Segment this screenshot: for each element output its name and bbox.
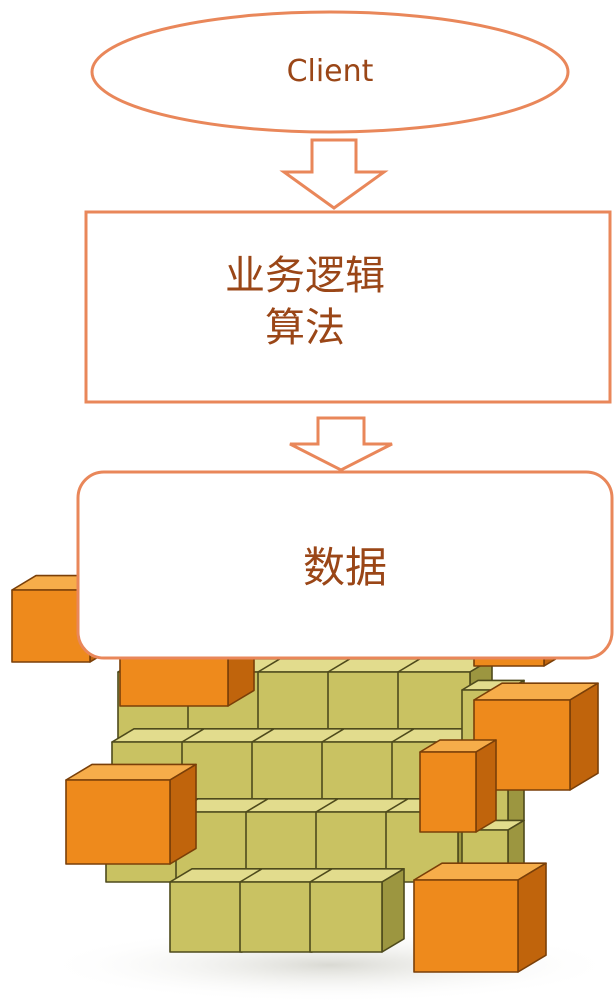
logic-node-label: 业务逻辑 算法 — [90, 250, 520, 354]
logic-node — [84, 210, 612, 404]
yellow-cube — [309, 867, 405, 953]
logic-node-label-line-1: 业务逻辑 — [225, 253, 385, 299]
client-node-label: Client — [286, 54, 374, 89]
orange-cube — [473, 682, 599, 791]
client-node — [90, 10, 570, 134]
flow-arrow-logic-to-data — [289, 416, 393, 472]
orange-cube — [65, 763, 197, 865]
data-node-label: 数据 — [302, 543, 387, 592]
data-node — [76, 470, 614, 660]
orange-cube — [419, 739, 497, 833]
flow-arrow-client-to-logic — [279, 138, 389, 210]
logic-node-label-line-2: 算法 — [265, 305, 345, 351]
orange-cube — [413, 862, 547, 973]
